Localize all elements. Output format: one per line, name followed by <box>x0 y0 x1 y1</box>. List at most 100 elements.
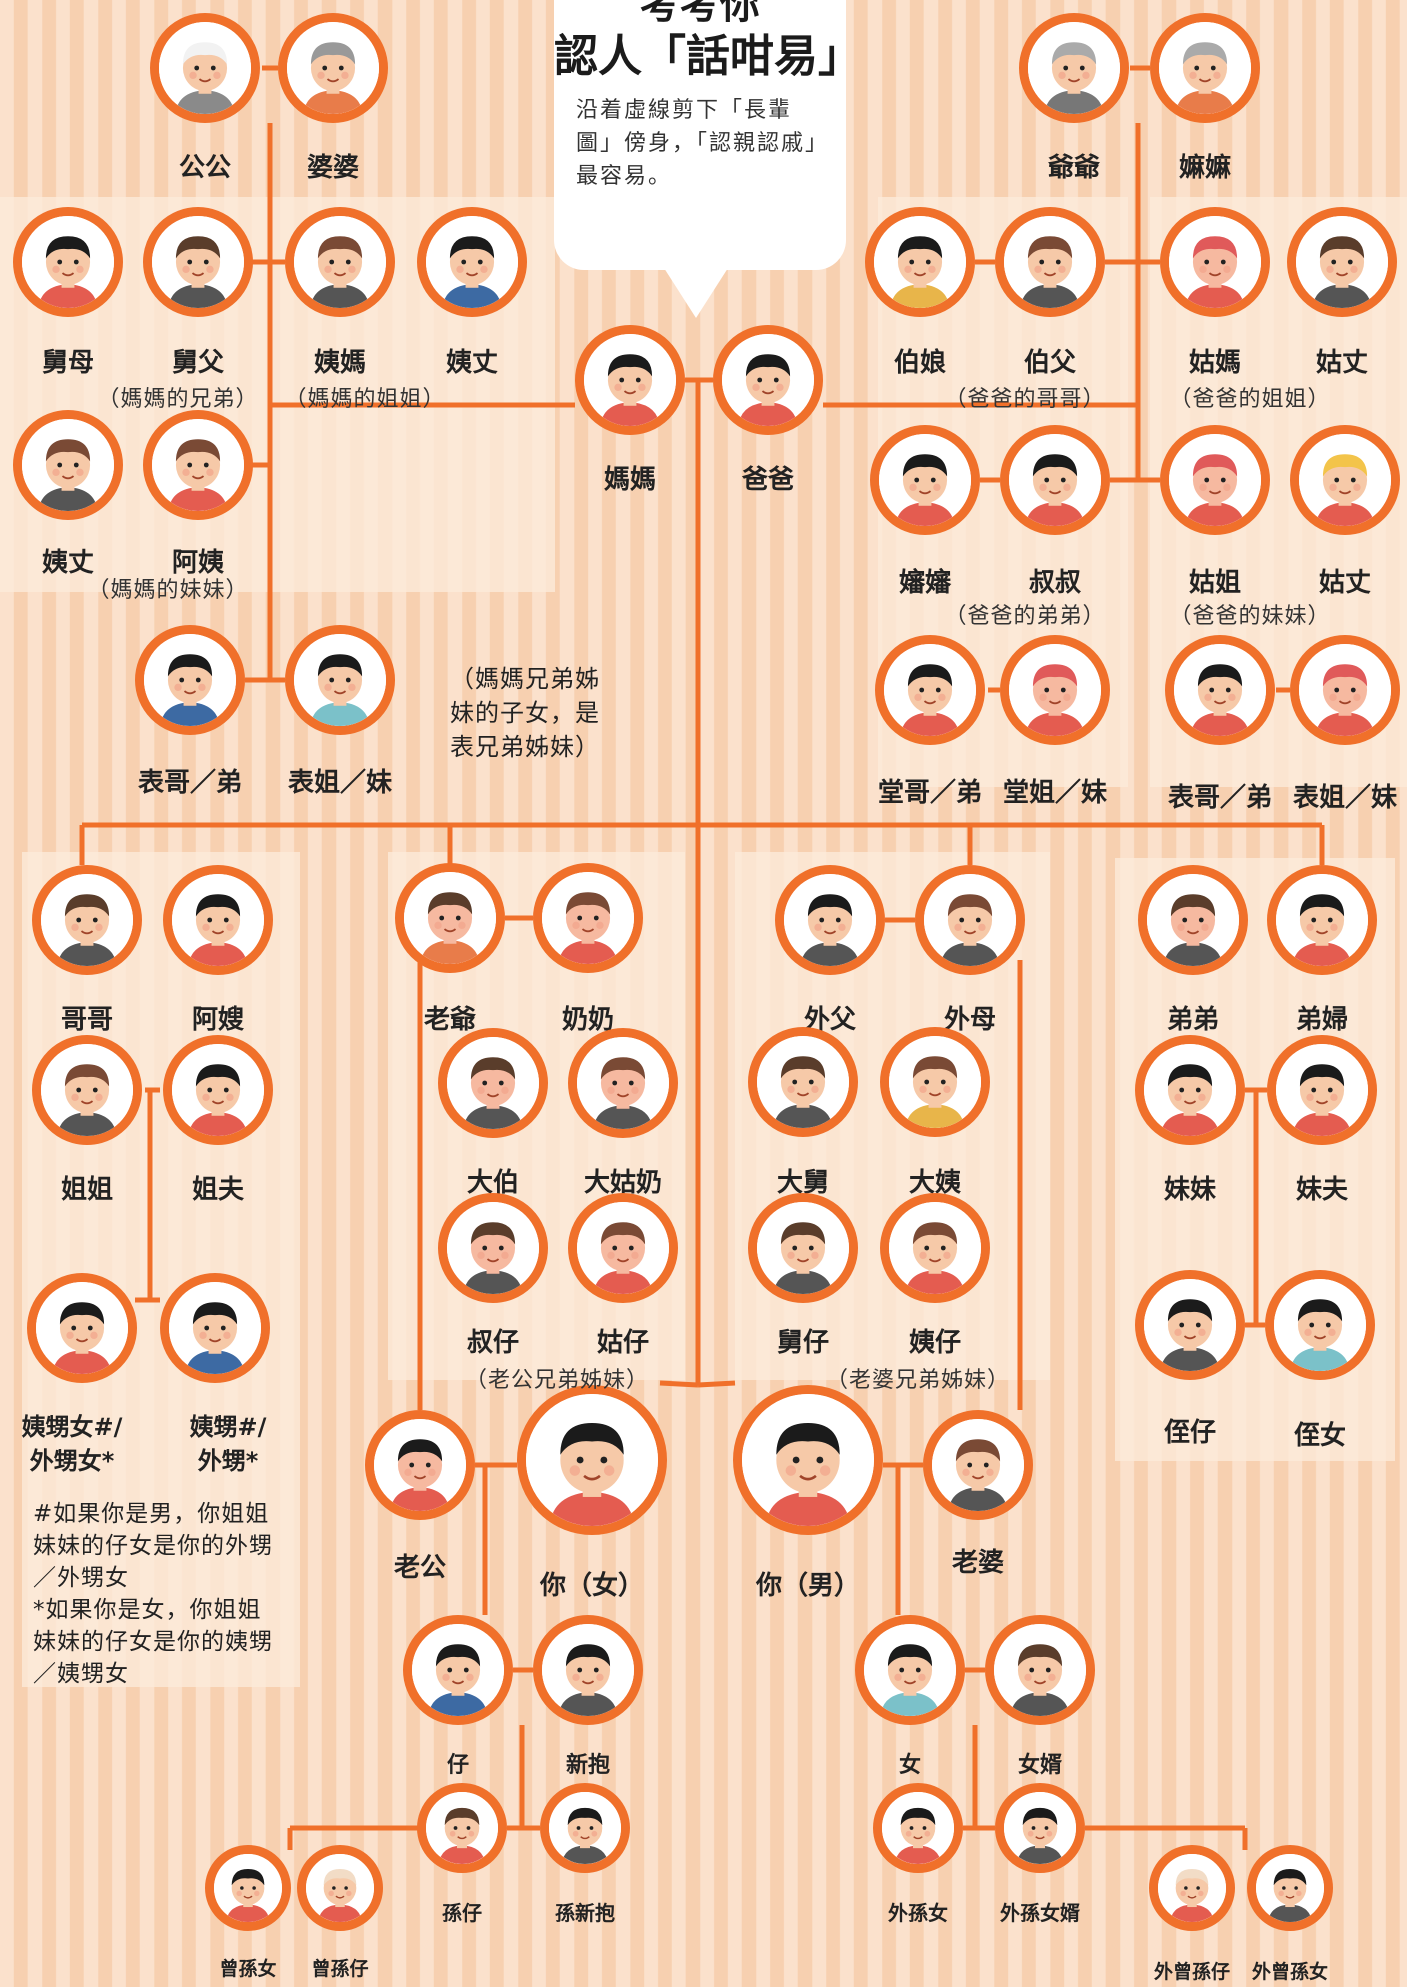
avatar-face-icon <box>542 1624 634 1716</box>
person-avatar-daughter_in_law <box>533 1615 643 1725</box>
person-avatar-you_f <box>517 1385 667 1535</box>
person-avatar-mother <box>575 325 685 435</box>
avatar-face-icon <box>994 1624 1086 1716</box>
person-label-daughter_in_law: 新抱 <box>565 1753 611 1778</box>
person-avatar-yizeung2 <box>13 410 123 520</box>
avatar-face-icon <box>22 419 114 511</box>
person-label-yizeung1: 姨丈 <box>445 348 499 378</box>
person-label-gumama: 姑媽 <box>1188 348 1242 378</box>
avatar-face-icon <box>447 1202 539 1294</box>
avatar-face-icon <box>577 1202 669 1294</box>
relation-note-kaufu_note: （媽媽的兄弟） <box>97 387 259 412</box>
person-avatar-daibaak <box>438 1028 548 1138</box>
person-avatar-wife <box>923 1410 1033 1520</box>
person-label-o_gg_daughter: 外曾孫女 <box>1251 1961 1329 1983</box>
person-label-ayi: 阿姨 <box>171 548 225 578</box>
nephew-note: #如果你是男，你姐姐妹妹的仔女是你的外甥／外甥女 *如果你是女，你姐姐妹妹的仔女… <box>33 1501 273 1687</box>
person-label-muifu: 妹夫 <box>1295 1175 1349 1205</box>
avatar-face-icon <box>1159 22 1251 114</box>
person-label-wife: 老婆 <box>951 1548 1005 1578</box>
person-label-jeje: 姐姐 <box>60 1175 114 1205</box>
person-avatar-biuje2 <box>1290 635 1400 745</box>
person-avatar-muimui <box>1135 1035 1245 1145</box>
relation-note-baakfu_note: （爸爸的哥哥） <box>944 387 1106 412</box>
person-label-asou: 阿嫂 <box>191 1005 245 1035</box>
person-avatar-baakneung <box>865 207 975 317</box>
avatar-face-icon <box>1169 434 1261 526</box>
avatar-face-icon <box>584 334 676 426</box>
person-avatar-o_gg_son <box>1149 1845 1235 1931</box>
relation-note-ayi_note: （媽媽的妹妹） <box>87 578 249 603</box>
person-label-daidai: 弟弟 <box>1166 1005 1220 1035</box>
person-label-biuje2: 表姐／妹 <box>1292 783 1398 813</box>
avatar-face-icon <box>144 634 236 726</box>
avatar-face-icon <box>757 1202 849 1294</box>
person-avatar-yeye <box>1019 13 1129 123</box>
relation-note-gumama_note: （爸爸的姐姐） <box>1169 387 1331 412</box>
avatar-face-icon <box>549 1792 621 1864</box>
person-avatar-guzeung1 <box>1287 207 1397 317</box>
avatar-face-icon <box>287 22 379 114</box>
avatar-face-icon <box>36 1282 128 1374</box>
person-label-gujai: 姑仔 <box>596 1328 650 1358</box>
person-avatar-jeje <box>32 1035 142 1145</box>
person-label-yimama: 姨媽 <box>313 348 367 378</box>
avatar-face-icon <box>884 644 976 736</box>
person-avatar-muifu <box>1267 1035 1377 1145</box>
person-avatar-gumama <box>1160 207 1270 317</box>
person-label-jatjai: 侄仔 <box>1163 1418 1217 1448</box>
avatar-face-icon <box>426 216 518 308</box>
avatar-face-icon <box>784 874 876 966</box>
avatar-face-icon <box>757 1036 849 1128</box>
person-label-biugo: 表哥／弟 <box>137 768 243 798</box>
person-label-tongje: 堂姐／妹 <box>1002 778 1108 808</box>
person-avatar-sooksook <box>1000 425 1110 535</box>
person-label-gg_son: 曾孫仔 <box>311 1958 369 1980</box>
person-label-muimui: 妹妹 <box>1163 1175 1217 1205</box>
tree-connector <box>697 1380 736 1388</box>
avatar-face-icon <box>879 434 971 526</box>
avatar-face-icon <box>447 1037 539 1129</box>
avatar-face-icon <box>374 1419 466 1511</box>
person-label-d_granddaughter: 外孫女 <box>888 1901 948 1925</box>
avatar-face-icon <box>412 1624 504 1716</box>
avatar-face-icon <box>1299 434 1391 526</box>
avatar-face-icon <box>159 22 251 114</box>
person-avatar-gujai <box>568 1193 678 1303</box>
avatar-face-icon <box>1276 874 1368 966</box>
person-avatar-biuje <box>285 625 395 735</box>
person-label-daughter: 女 <box>898 1753 922 1778</box>
person-avatar-daughter <box>855 1615 965 1725</box>
avatar-face-icon <box>214 1854 282 1922</box>
avatar-face-icon <box>1009 644 1101 736</box>
title-bubble: 考考你 認人「話咁易」 沿着虛線剪下「長輩圖」傍身，「認親認戚」最容易。 <box>554 0 862 318</box>
person-avatar-daigunaai <box>568 1028 678 1138</box>
person-label-baakfu: 伯父 <box>1023 348 1077 378</box>
avatar-face-icon <box>41 1044 133 1136</box>
person-avatar-kaumou <box>13 207 123 317</box>
person-label-yizeung2: 姨丈 <box>41 548 95 578</box>
avatar-face-icon <box>1296 216 1388 308</box>
avatar-face-icon <box>1169 216 1261 308</box>
title-line-1: 考考你 <box>640 0 760 28</box>
person-label-yisaangneui: 姨甥女#/ 外甥女* <box>21 1413 123 1475</box>
avatar-face-icon <box>152 419 244 511</box>
person-avatar-ngoifu <box>775 865 885 975</box>
person-avatar-grandson <box>417 1783 507 1873</box>
avatar-face-icon <box>169 1282 261 1374</box>
person-avatar-jatneui <box>1265 1270 1375 1380</box>
person-avatar-husband <box>365 1410 475 1520</box>
person-avatar-yimama <box>285 207 395 317</box>
title-line-2: 認人「話咁易」 <box>554 31 862 82</box>
person-avatar-gg_daughter <box>205 1845 291 1931</box>
avatar-face-icon <box>1158 1854 1226 1922</box>
person-avatar-daidai <box>1138 865 1248 975</box>
person-label-son_in_law: 女婿 <box>1017 1753 1063 1778</box>
person-avatar-kaujai <box>748 1193 858 1303</box>
person-label-guje: 姑姐 <box>1188 568 1242 598</box>
person-label-mama2: 嫲嫲 <box>1178 153 1232 183</box>
person-avatar-granddaughter_in_law <box>540 1783 630 1873</box>
person-label-sooksook: 叔叔 <box>1028 568 1082 598</box>
person-avatar-you_m <box>733 1385 883 1535</box>
